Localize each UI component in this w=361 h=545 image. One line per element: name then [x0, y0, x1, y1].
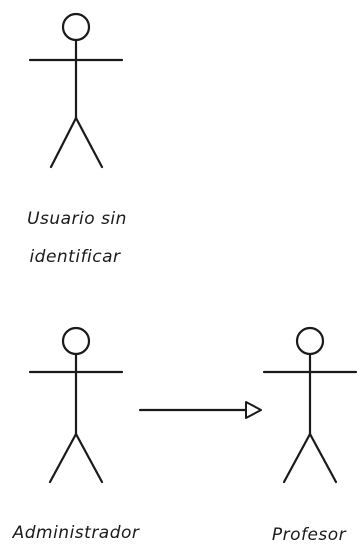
actor-label: Administrador [12, 523, 140, 543]
actor-right-leg [308, 432, 338, 484]
actor-head-icon [61, 12, 91, 42]
actor-left-leg [48, 432, 78, 484]
actor-label-line1: Usuario sin [27, 209, 127, 229]
actor-left-leg [282, 432, 312, 484]
hollow-triangle-arrowhead-icon [245, 401, 262, 419]
actor-left-leg [49, 116, 78, 169]
actor-administrador[interactable]: Administrador [12, 326, 140, 543]
actor-right-leg [74, 432, 104, 484]
actor-head-icon [295, 326, 325, 356]
actor-label-line2: identificar [29, 247, 121, 267]
actor-profesor[interactable]: Profesor [262, 326, 358, 545]
actor-label: Profesor [272, 525, 347, 545]
actor-usuario-sin-identificar[interactable]: Usuario sin identificar [27, 12, 127, 267]
generalization-arrow[interactable] [138, 401, 262, 419]
actor-head-icon [61, 326, 91, 356]
actor-right-leg [74, 116, 104, 169]
